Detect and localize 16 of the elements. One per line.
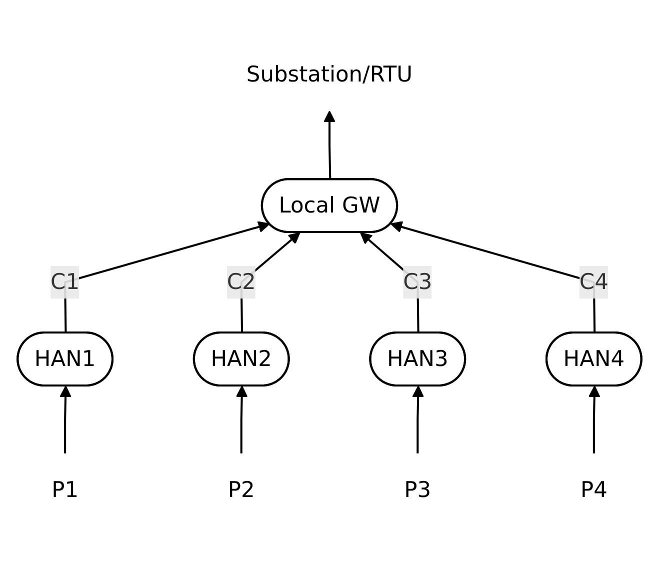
node-text: P4	[580, 476, 608, 502]
arrow	[412, 386, 424, 454]
node-text: Substation/RTU	[246, 61, 413, 87]
arrow	[324, 110, 336, 180]
arrow	[64, 221, 270, 334]
edge-label: C2	[226, 268, 256, 295]
arrow	[390, 221, 596, 334]
node-text: P2	[228, 476, 255, 502]
edge-label: C4	[579, 268, 608, 295]
node-text: P3	[404, 476, 432, 502]
node-text: P1	[52, 476, 79, 502]
arrow	[60, 386, 72, 454]
edge-label: C3	[403, 268, 432, 295]
edge-label: C1	[50, 268, 80, 295]
arrow	[588, 386, 600, 454]
arrow	[236, 386, 248, 454]
